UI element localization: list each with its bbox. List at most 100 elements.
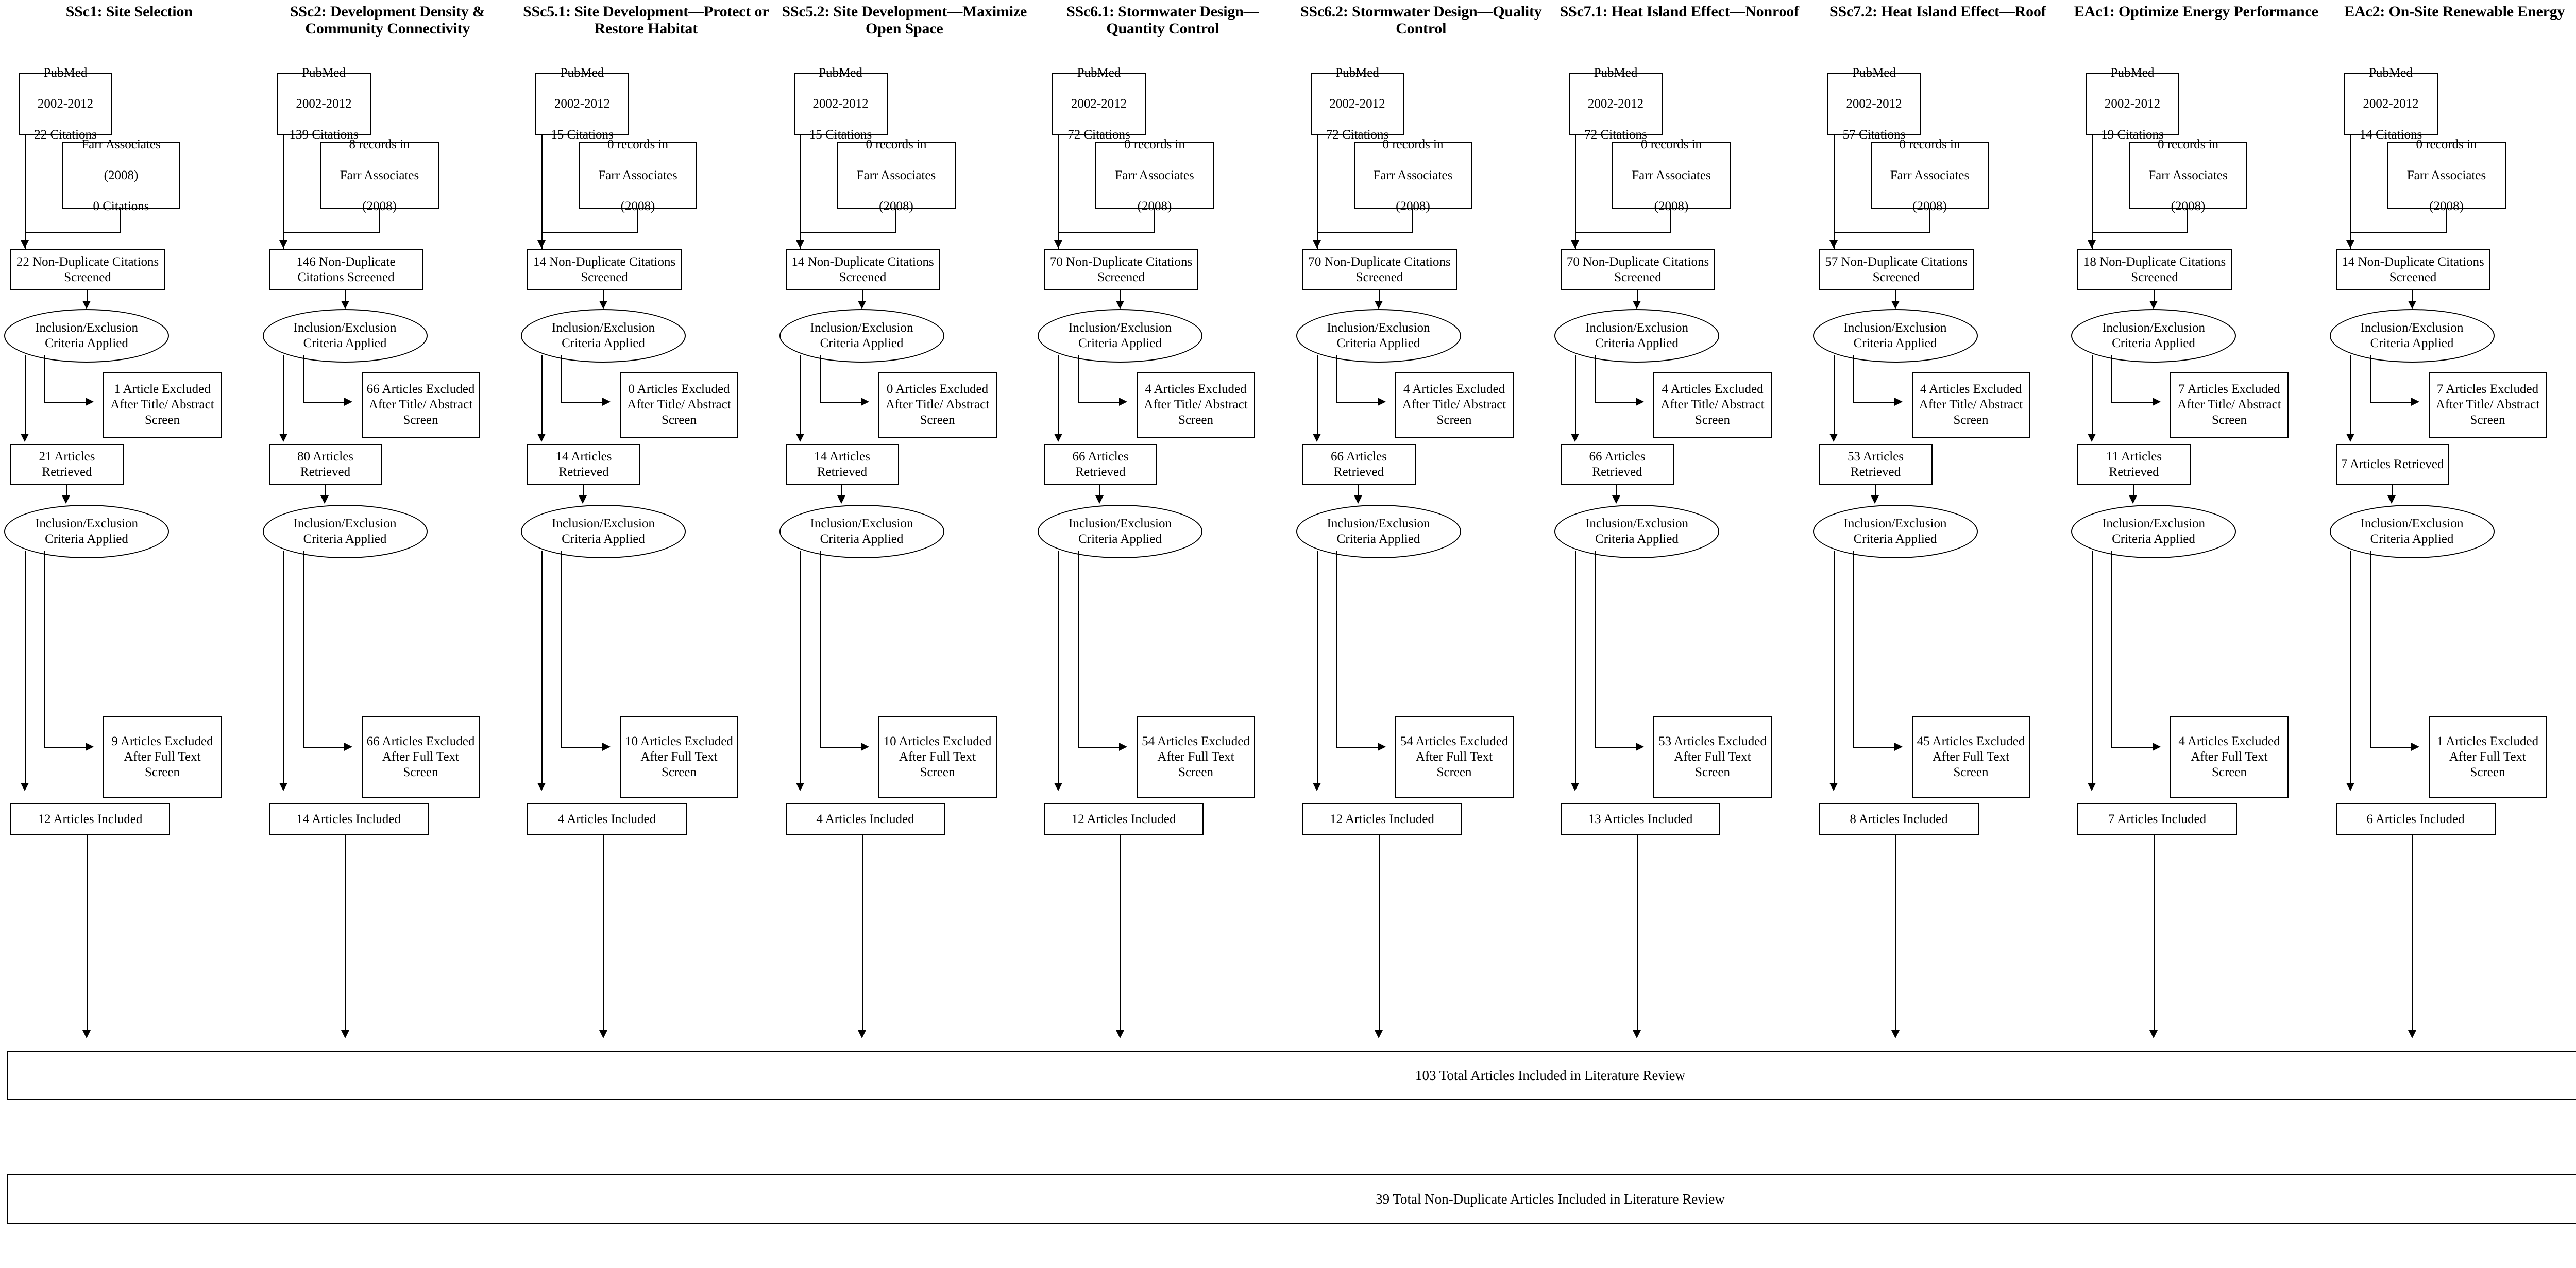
decision-line-2: Criteria Applied <box>1595 336 1679 350</box>
column-header: SSc7.2: Heat Island Effect—Roof <box>1829 3 2046 20</box>
inclusion-exclusion-decision-2: Inclusion/Exclusion Criteria Applied <box>779 505 944 558</box>
decision-line-2: Criteria Applied <box>2370 336 2454 350</box>
excluded-full-text-box: 1 Articles Excluded After Full Text Scre… <box>2428 716 2547 798</box>
credit-column-7: SSc7.1: Heat Island Effect—Nonroof PubMe… <box>1550 0 1809 1038</box>
excluded-title-abstract-label: 7 Articles Excluded After Title/ Abstrac… <box>2177 382 2281 427</box>
secondary-line-1: 0 records in <box>1124 138 1185 151</box>
secondary-line-1: 0 records in <box>2416 138 2477 151</box>
decision-line-2: Criteria Applied <box>303 532 387 546</box>
secondary-source-box: 0 records in Farr Associates (2008) <box>2129 138 2247 213</box>
secondary-source-box: 0 records in Farr Associates (2008) <box>2387 138 2506 213</box>
secondary-source-box: 0 records in Farr Associates (2008) <box>1870 138 1989 213</box>
inclusion-exclusion-decision-1: Inclusion/Exclusion Criteria Applied <box>1554 309 1719 363</box>
decision-line-2: Criteria Applied <box>1078 336 1162 350</box>
excluded-full-text-box: 54 Articles Excluded After Full Text Scr… <box>1395 716 1514 798</box>
secondary-line-2: Farr Associates <box>1890 168 1970 182</box>
source-db-name: PubMed <box>1077 66 1121 80</box>
excluded-full-text-box: 10 Articles Excluded After Full Text Scr… <box>878 716 997 798</box>
column-header: SSc1: Site Selection <box>65 3 193 20</box>
secondary-line-1: 0 records in <box>1899 138 1960 151</box>
non-duplicate-screened-label: 146 Non-Duplicate Citations Screened <box>296 255 396 284</box>
excluded-title-abstract-label: 4 Articles Excluded After Title/ Abstrac… <box>1402 382 1506 427</box>
decision-line-1: Inclusion/Exclusion <box>810 517 913 530</box>
non-duplicate-screened-box: 14 Non-Duplicate Citations Screened <box>785 249 940 290</box>
excluded-full-text-box: 53 Articles Excluded After Full Text Scr… <box>1653 716 1772 798</box>
credit-column-1: SSc1: Site Selection PubMed 2002-2012 22… <box>0 0 259 1038</box>
inclusion-exclusion-decision-1: Inclusion/Exclusion Criteria Applied <box>1038 309 1202 363</box>
inclusion-exclusion-decision-2: Inclusion/Exclusion Criteria Applied <box>4 505 169 558</box>
source-db-name: PubMed <box>1594 66 1638 80</box>
excluded-full-text-label: 4 Articles Excluded After Full Text Scre… <box>2178 734 2280 779</box>
excluded-full-text-label: 45 Articles Excluded After Full Text Scr… <box>1917 734 2025 779</box>
excluded-title-abstract-box: 4 Articles Excluded After Title/ Abstrac… <box>1911 372 2030 438</box>
secondary-line-3: (2008) <box>1137 199 1172 213</box>
decision-line-1: Inclusion/Exclusion <box>1585 517 1688 530</box>
decision-line-1: Inclusion/Exclusion <box>1069 517 1172 530</box>
secondary-source-box: 0 records in Farr Associates (2008) <box>1612 138 1731 213</box>
secondary-line-1: 0 records in <box>2157 138 2219 151</box>
source-db-years: 2002-2012 <box>2104 97 2161 111</box>
articles-included-box: 8 Articles Included <box>1819 803 1979 835</box>
excluded-title-abstract-box: 0 Articles Excluded After Title/ Abstrac… <box>620 372 738 438</box>
source-db-years: 2002-2012 <box>554 97 611 111</box>
excluded-title-abstract-label: 0 Articles Excluded After Title/ Abstrac… <box>885 382 990 427</box>
source-db-name: PubMed <box>819 66 862 80</box>
articles-included-label: 14 Articles Included <box>296 812 401 826</box>
articles-included-label: 8 Articles Included <box>1850 812 1948 826</box>
secondary-line-3: (2008) <box>1654 199 1689 213</box>
secondary-line-3: (2008) <box>1912 199 1947 213</box>
inclusion-exclusion-decision-1: Inclusion/Exclusion Criteria Applied <box>2329 309 2495 363</box>
excluded-title-abstract-label: 66 Articles Excluded After Title/ Abstra… <box>366 382 475 427</box>
articles-retrieved-box: 53 Articles Retrieved <box>1819 444 1933 485</box>
excluded-full-text-label: 54 Articles Excluded After Full Text Scr… <box>1400 734 1509 779</box>
articles-included-label: 4 Articles Included <box>816 812 914 826</box>
source-database-box: PubMed 2002-2012 57 Citations <box>1827 66 1921 142</box>
articles-retrieved-label: 80 Articles Retrieved <box>297 450 353 479</box>
decision-line-1: Inclusion/Exclusion <box>1843 517 1947 530</box>
inclusion-exclusion-decision-2: Inclusion/Exclusion Criteria Applied <box>1812 505 1978 558</box>
articles-included-label: 13 Articles Included <box>1588 812 1693 826</box>
articles-included-box: 13 Articles Included <box>1561 803 1720 835</box>
excluded-full-text-label: 1 Articles Excluded After Full Text Scre… <box>2436 734 2539 779</box>
decision-line-1: Inclusion/Exclusion <box>35 321 138 335</box>
decision-line-2: Criteria Applied <box>1853 532 1937 546</box>
excluded-full-text-label: 54 Articles Excluded After Full Text Scr… <box>1142 734 1250 779</box>
source-db-name: PubMed <box>1852 66 1896 80</box>
articles-retrieved-box: 7 Articles Retrieved <box>2335 444 2449 485</box>
secondary-source-box: 0 records in Farr Associates (2008) <box>1095 138 1214 213</box>
inclusion-exclusion-decision-2: Inclusion/Exclusion Criteria Applied <box>521 505 686 558</box>
secondary-line-1: 0 records in <box>607 138 669 151</box>
credit-column-10: EAc2: On-Site Renewable Energy PubMed 20… <box>2326 0 2576 1038</box>
inclusion-exclusion-decision-2: Inclusion/Exclusion Criteria Applied <box>2329 505 2495 558</box>
secondary-source-box: 0 records in Farr Associates (2008) <box>579 138 697 213</box>
excluded-title-abstract-label: 7 Articles Excluded After Title/ Abstrac… <box>2435 382 2540 427</box>
non-duplicate-screened-box: 70 Non-Duplicate Citations Screened <box>1561 249 1715 290</box>
non-duplicate-screened-box: 70 Non-Duplicate Citations Screened <box>1302 249 1457 290</box>
excluded-title-abstract-box: 4 Articles Excluded After Title/ Abstrac… <box>1137 372 1255 438</box>
secondary-line-2: Farr Associates <box>1373 168 1453 182</box>
source-database-box: PubMed 2002-2012 139 Citations <box>277 66 371 142</box>
source-database-box: PubMed 2002-2012 72 Citations <box>1052 66 1146 142</box>
source-database-box: PubMed 2002-2012 22 Citations <box>19 66 112 142</box>
credit-column-4: SSc5.2: Site Development—Maximize Open S… <box>775 0 1034 1038</box>
decision-line-2: Criteria Applied <box>562 532 645 546</box>
articles-retrieved-label: 7 Articles Retrieved <box>2341 457 2444 471</box>
decision-line-2: Criteria Applied <box>1336 532 1420 546</box>
secondary-source-box: Farr Associates (2008) 0 Citations <box>62 138 180 213</box>
source-db-citations: 72 Citations <box>1326 128 1389 142</box>
source-db-citations: 14 Citations <box>2359 128 2422 142</box>
excluded-full-text-label: 10 Articles Excluded After Full Text Scr… <box>883 734 992 779</box>
articles-included-box: 14 Articles Included <box>268 803 429 835</box>
non-duplicate-screened-box: 57 Non-Duplicate Citations Screened <box>1819 249 1974 290</box>
articles-included-label: 7 Articles Included <box>2108 812 2207 826</box>
articles-retrieved-label: 11 Articles Retrieved <box>2106 450 2162 479</box>
column-header: SSc5.1: Site Development—Protect or Rest… <box>523 3 769 37</box>
secondary-line-2: Farr Associates <box>1632 168 1711 182</box>
decision-line-1: Inclusion/Exclusion <box>293 517 397 530</box>
secondary-line-3: 0 Citations <box>93 199 149 213</box>
excluded-title-abstract-label: 1 Article Excluded After Title/ Abstract… <box>110 382 214 427</box>
non-duplicate-screened-box: 70 Non-Duplicate Citations Screened <box>1044 249 1198 290</box>
secondary-line-3: (2008) <box>620 199 655 213</box>
articles-included-label: 6 Articles Included <box>2366 812 2465 826</box>
non-duplicate-screened-box: 18 Non-Duplicate Citations Screened <box>2077 249 2232 290</box>
